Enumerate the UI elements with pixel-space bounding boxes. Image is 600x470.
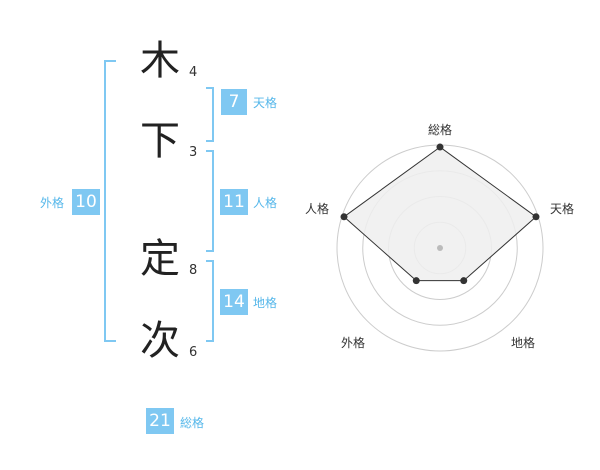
tenkaku-bracket [206,87,214,142]
tenkaku-badge: 7 [221,89,247,115]
name-char-1: 木 [140,38,180,84]
stroke-count-1: 4 [189,65,198,80]
radar-point-2 [532,213,540,221]
tenkaku-label: 天格 [253,96,278,110]
name-char-2: 下 [140,118,180,164]
stroke-count-2: 3 [189,145,198,160]
chikaku-bracket [206,260,214,342]
radar-axis-label-tenkaku: 天格 [550,202,575,216]
chikaku-label: 地格 [253,296,278,310]
radar-axis-label-chikaku: 地格 [511,336,536,350]
stroke-count-4: 6 [189,345,198,360]
stroke-count-3: 8 [189,263,198,278]
name-char-3: 定 [140,236,180,282]
jinkaku-badge: 11 [220,189,248,215]
radar-point-3 [460,277,468,285]
radar-shape [343,146,537,282]
name-char-4: 次 [140,318,180,364]
gaikaku-label: 外格 [40,196,65,210]
radar-center-dot [437,245,443,251]
radar-axis-label-gaikaku: 外格 [341,336,366,350]
jinkaku-label: 人格 [253,196,278,210]
radar-point-4 [412,277,420,285]
chikaku-badge: 14 [220,289,248,315]
radar-point-1 [436,143,444,151]
jinkaku-bracket [206,150,214,252]
radar-axis-label-soukaku: 総格 [428,123,453,137]
gaikaku-badge: 10 [72,189,100,215]
gaikaku-bracket [104,60,116,342]
soukaku-badge: 21 [146,408,174,434]
radar-point-5 [340,213,348,221]
radar-axis-label-jinkaku: 人格 [305,202,330,216]
soukaku-label: 総格 [180,416,205,430]
